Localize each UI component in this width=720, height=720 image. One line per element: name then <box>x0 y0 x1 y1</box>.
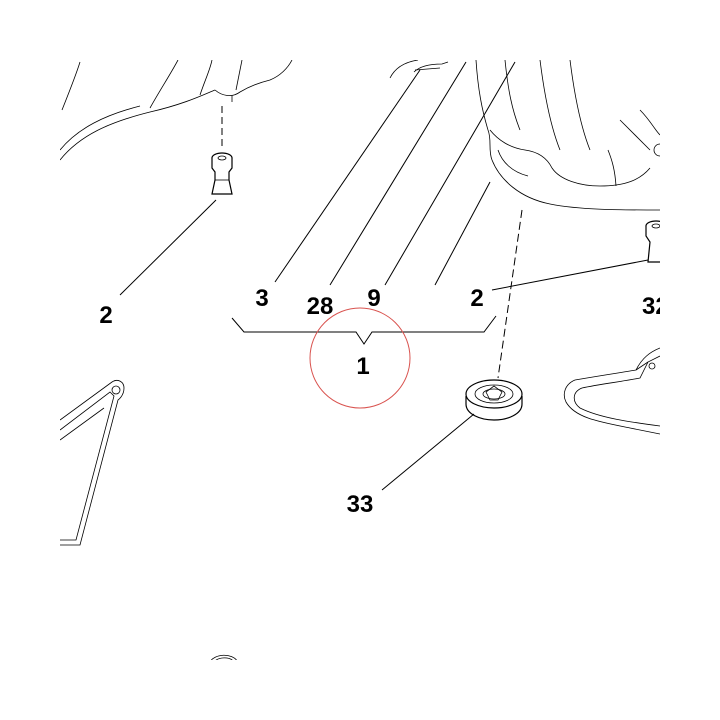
upper-left-housing <box>60 60 293 161</box>
bottom-part-fragment <box>211 654 237 660</box>
callout-3: 3 <box>255 285 268 312</box>
callout-1: 1 <box>356 353 369 380</box>
leader-lines <box>119 61 649 491</box>
drawing-area: 2 3 28 9 2 32 1 33 <box>60 60 669 660</box>
highlight-circle <box>309 307 411 409</box>
callout-2-right: 2 <box>470 285 483 312</box>
callout-32: 32 <box>642 293 669 320</box>
callout-2-left: 2 <box>99 302 112 329</box>
part-33-grommet <box>465 209 523 421</box>
callout-labels: 2 3 28 9 2 32 1 33 <box>99 285 669 518</box>
upper-right-housing <box>389 60 660 211</box>
lower-left-bracket <box>60 380 125 546</box>
callout-33: 33 <box>347 491 374 518</box>
part-2-left-pin <box>211 106 233 195</box>
callout-28: 28 <box>307 293 334 320</box>
lower-right-bracket <box>563 347 660 435</box>
part-32-right-pin <box>645 220 660 263</box>
callout-9: 9 <box>367 285 380 312</box>
